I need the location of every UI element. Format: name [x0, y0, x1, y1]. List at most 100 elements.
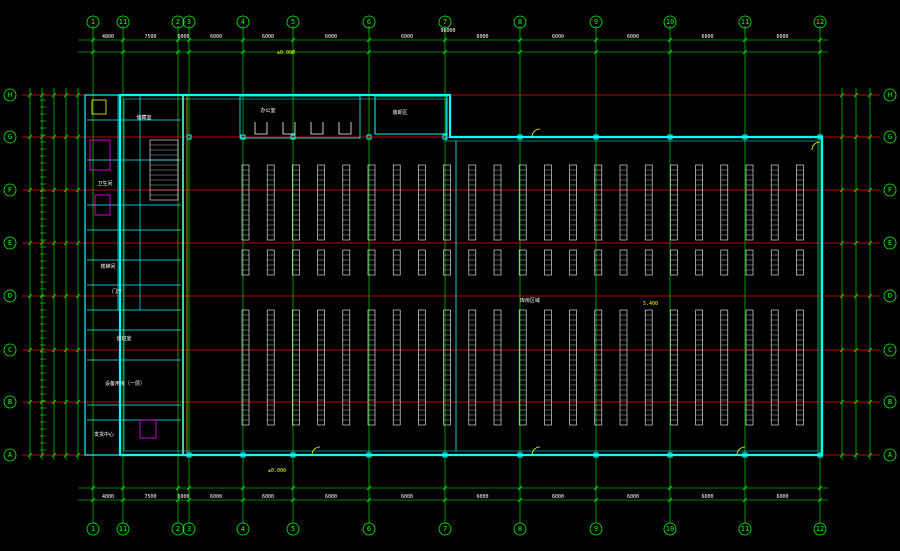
rack-unit: [317, 164, 325, 241]
axis-bubble: [86, 522, 100, 536]
dimension-tick: [593, 497, 599, 503]
structural-column: [290, 134, 296, 140]
axis-bubble: [883, 236, 897, 250]
axis-bubble-label: B: [8, 398, 12, 406]
rack-unit: [443, 249, 451, 276]
structural-column: [742, 452, 748, 458]
dimension-tick: [742, 37, 748, 43]
axis-bubble: [883, 88, 897, 102]
axis-bubble: [589, 15, 603, 29]
rack-unit: [644, 164, 653, 241]
dimension-tick: [867, 240, 873, 246]
dimension-tick: [27, 347, 33, 353]
dimension-tick: [742, 485, 748, 491]
storage-racks: [241, 164, 804, 426]
dimension-tick: [175, 49, 181, 55]
dimension-tick: [186, 49, 192, 55]
structural-column: [667, 452, 673, 458]
axis-bubble-label: A: [888, 451, 893, 459]
dimension-tick: [442, 49, 448, 55]
rack-unit: [493, 249, 502, 276]
axis-bubble: [883, 448, 897, 462]
axis-bubble-label: 7: [443, 18, 447, 26]
structural-column: [240, 452, 246, 458]
structural-column: [366, 452, 372, 458]
axis-bubble-label: 12: [816, 525, 824, 533]
dimension-tick: [290, 37, 296, 43]
axis-bubble-label: 11: [741, 18, 749, 26]
rack-unit: [569, 309, 577, 426]
dimension-tick: [75, 399, 81, 405]
dimension-tick: [817, 37, 823, 43]
rack-unit: [342, 309, 351, 426]
dimension-tick: [867, 187, 873, 193]
axis-bubble: [3, 395, 17, 409]
dimension-tick: [593, 485, 599, 491]
axis-bubble-label: 2: [176, 525, 180, 533]
dimension-tick: [853, 452, 859, 458]
axis-bubble-label: 6: [367, 525, 371, 533]
dimension-tick: [817, 49, 823, 55]
structural-column: [290, 452, 296, 458]
axis-bubble: [883, 395, 897, 409]
axis-bubble: [663, 15, 677, 29]
dimension-tick: [51, 187, 57, 193]
dimension-tick: [853, 293, 859, 299]
dimension-tick: [517, 485, 523, 491]
dimension-tick: [27, 293, 33, 299]
dimension-tick: [75, 92, 81, 98]
dimension-tick: [867, 347, 873, 353]
dimension-tick: [240, 497, 246, 503]
axis-bubble-label: 8: [518, 525, 522, 533]
axis-bubble-label: 11: [119, 525, 127, 533]
rack-unit: [493, 309, 502, 426]
toilet-fixture: [139, 419, 157, 439]
dimension-tick: [75, 347, 81, 353]
rack-unit: [292, 249, 300, 276]
dimension-tick: [90, 37, 96, 43]
axis-bubble: [182, 15, 196, 29]
bay-dimension-label: 6000: [262, 34, 274, 40]
dimension-tick: [175, 485, 181, 491]
dimension-tick: [75, 452, 81, 458]
left-room-block: [84, 94, 184, 456]
dimension-tick: [240, 49, 246, 55]
bay-dimension-label: 6000: [627, 34, 639, 40]
axis-bubble-label: B: [888, 398, 892, 406]
structural-column: [817, 452, 823, 458]
axis-bubble: [3, 130, 17, 144]
rack-unit: [468, 309, 477, 426]
toilet-fixture: [89, 139, 111, 171]
dimension-tick: [51, 134, 57, 140]
door-swing: [531, 446, 541, 456]
axis-bubble-label: 6: [367, 18, 371, 26]
axis-bubble: [513, 522, 527, 536]
dimension-tick: [742, 497, 748, 503]
axis-bubble-label: 5: [291, 525, 295, 533]
axis-bubble-label: 11: [119, 18, 127, 26]
structural-column: [186, 452, 192, 458]
dimension-tick: [839, 293, 845, 299]
axis-bubble: [738, 15, 752, 29]
dimension-tick: [27, 134, 33, 140]
dimension-tick: [839, 187, 845, 193]
dimension-tick: [27, 187, 33, 193]
dimension-tick: [63, 134, 69, 140]
dimension-tick: [75, 293, 81, 299]
axis-bubble: [883, 289, 897, 303]
dimension-tick: [366, 37, 372, 43]
dimension-tick: [27, 399, 33, 405]
axis-bubble-label: 4: [241, 525, 245, 533]
rack-unit: [745, 309, 754, 426]
dimension-tick: [290, 485, 296, 491]
rack-unit: [241, 249, 250, 276]
axis-bubble: [3, 448, 17, 462]
dimension-tick: [39, 92, 45, 98]
dimension-tick: [853, 240, 859, 246]
dimension-tick: [51, 399, 57, 405]
rack-unit: [569, 249, 577, 276]
room-block-outline: [84, 94, 184, 456]
structural-column: [442, 452, 448, 458]
rack-unit: [720, 309, 729, 426]
